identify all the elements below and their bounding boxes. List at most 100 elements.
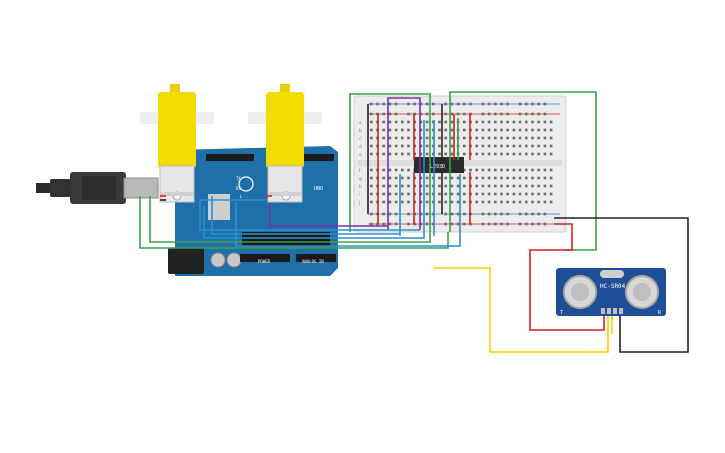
breadboard-hole[interactable] [500, 168, 503, 172]
breadboard-hole[interactable] [506, 176, 509, 180]
breadboard-hole[interactable] [543, 212, 547, 216]
breadboard-hole[interactable] [425, 102, 429, 106]
breadboard-hole[interactable] [394, 112, 398, 116]
breadboard-hole[interactable] [450, 136, 454, 140]
breadboard-hole[interactable] [549, 144, 553, 148]
breadboard-hole[interactable] [425, 212, 429, 216]
breadboard-hole[interactable] [450, 176, 454, 180]
breadboard-hole[interactable] [413, 102, 416, 106]
breadboard-hole[interactable] [444, 112, 447, 116]
breadboard-hole[interactable] [456, 212, 460, 216]
breadboard-hole[interactable] [475, 136, 478, 140]
breadboard-hole[interactable] [463, 176, 466, 180]
breadboard-hole[interactable] [419, 192, 423, 196]
breadboard-hole[interactable] [382, 212, 385, 216]
breadboard-hole[interactable] [494, 168, 497, 172]
breadboard-hole[interactable] [475, 184, 478, 188]
breadboard-hole[interactable] [376, 102, 379, 106]
breadboard-hole[interactable] [525, 136, 528, 140]
breadboard-hole[interactable] [469, 168, 472, 172]
breadboard-hole[interactable] [475, 128, 478, 132]
breadboard-hole[interactable] [450, 192, 454, 196]
breadboard-hole[interactable] [419, 176, 423, 180]
breadboard-hole[interactable] [432, 112, 435, 116]
breadboard-hole[interactable] [506, 192, 509, 196]
breadboard-hole[interactable] [525, 120, 528, 124]
breadboard-hole[interactable] [370, 136, 373, 140]
breadboard-hole[interactable] [419, 128, 423, 132]
breadboard-hole[interactable] [401, 128, 404, 132]
breadboard-hole[interactable] [506, 184, 509, 188]
breadboard-hole[interactable] [487, 128, 491, 132]
breadboard-hole[interactable] [388, 192, 392, 196]
breadboard-hole[interactable] [512, 176, 516, 180]
breadboard-hole[interactable] [549, 184, 553, 188]
breadboard-hole[interactable] [506, 222, 509, 226]
breadboard-hole[interactable] [401, 168, 404, 172]
breadboard-hole[interactable] [475, 144, 478, 148]
breadboard-hole[interactable] [401, 200, 404, 204]
breadboard-hole[interactable] [531, 176, 534, 180]
sensor-wires[interactable] [434, 217, 689, 353]
breadboard-hole[interactable] [500, 184, 503, 188]
breadboard-hole[interactable] [518, 168, 522, 172]
breadboard-hole[interactable] [438, 176, 441, 180]
breadboard-hole[interactable] [382, 192, 385, 196]
breadboard-hole[interactable] [518, 192, 522, 196]
breadboard-hole[interactable] [444, 222, 447, 226]
breadboard-hole[interactable] [419, 222, 423, 226]
breadboard-hole[interactable] [407, 112, 410, 116]
breadboard-hole[interactable] [525, 168, 528, 172]
breadboard-hole[interactable] [487, 102, 491, 106]
breadboard-hole[interactable] [481, 136, 485, 140]
breadboard-hole[interactable] [525, 144, 528, 148]
breadboard-hole[interactable] [438, 144, 441, 148]
breadboard-hole[interactable] [382, 222, 385, 226]
breadboard-hole[interactable] [370, 200, 373, 204]
breadboard-hole[interactable] [543, 192, 547, 196]
breadboard-hole[interactable] [444, 152, 447, 156]
breadboard-hole[interactable] [382, 152, 385, 156]
breadboard-hole[interactable] [407, 212, 410, 216]
breadboard-hole[interactable] [407, 222, 410, 226]
breadboard-hole[interactable] [512, 120, 516, 124]
breadboard-hole[interactable] [463, 128, 466, 132]
breadboard-hole[interactable] [401, 176, 404, 180]
breadboard-hole[interactable] [370, 222, 373, 226]
breadboard-hole[interactable] [543, 102, 547, 106]
breadboard-hole[interactable] [394, 152, 398, 156]
breadboard-hole[interactable] [531, 184, 534, 188]
breadboard-hole[interactable] [370, 184, 373, 188]
breadboard-hole[interactable] [382, 184, 385, 188]
breadboard-hole[interactable] [425, 120, 429, 124]
breadboard-hole[interactable] [419, 184, 423, 188]
breadboard-hole[interactable] [512, 192, 516, 196]
breadboard-hole[interactable] [370, 112, 373, 116]
breadboard-hole[interactable] [388, 176, 392, 180]
breadboard-hole[interactable] [506, 128, 509, 132]
breadboard-hole[interactable] [394, 128, 398, 132]
breadboard-hole[interactable] [456, 184, 460, 188]
breadboard-hole[interactable] [388, 120, 392, 124]
arduino-wires[interactable] [139, 195, 461, 249]
breadboard-hole[interactable] [525, 200, 528, 204]
breadboard-hole[interactable] [481, 168, 485, 172]
breadboard-hole[interactable] [450, 128, 454, 132]
breadboard-hole[interactable] [537, 200, 540, 204]
breadboard-hole[interactable] [463, 192, 466, 196]
usb-cable[interactable] [36, 172, 159, 204]
breadboard-hole[interactable] [407, 136, 410, 140]
breadboard-hole[interactable] [481, 222, 485, 226]
breadboard-hole[interactable] [425, 152, 429, 156]
breadboard-hole[interactable] [549, 136, 553, 140]
breadboard-hole[interactable] [401, 152, 404, 156]
breadboard-hole[interactable] [425, 222, 429, 226]
breadboard-hole[interactable] [425, 192, 429, 196]
breadboard-hole[interactable] [425, 112, 429, 116]
breadboard-hole[interactable] [487, 176, 491, 180]
breadboard-hole[interactable] [370, 192, 373, 196]
breadboard-hole[interactable] [537, 176, 540, 180]
breadboard-hole[interactable] [487, 144, 491, 148]
breadboard-hole[interactable] [382, 144, 385, 148]
breadboard-hole[interactable] [506, 120, 509, 124]
